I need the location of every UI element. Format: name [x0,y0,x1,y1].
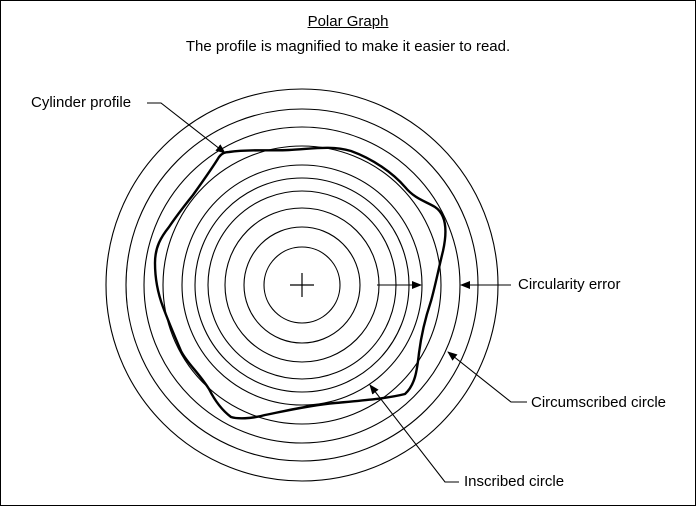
label-circumscribed-circle: Circumscribed circle [531,394,667,411]
label-cylinder-profile: Cylinder profile [31,94,132,111]
diagram-subtitle: The profile is magnified to make it easi… [185,38,511,55]
label-circularity-error: Circularity error [518,276,621,293]
center-crosshair [290,273,314,297]
leader-inscribed-circle [369,384,459,483]
grid-circle-inner [263,246,341,324]
grid-circle [181,164,423,406]
leader-circumscribed-circle [447,351,527,403]
label-inscribed-circle: Inscribed circle [464,473,565,490]
leader-lines [147,102,527,483]
leader-cylinder-profile [147,102,226,154]
grid-circle [162,145,442,425]
cylinder-profile-curve [153,146,447,420]
diagram-title: Polar Graph [307,13,389,30]
grid-circle [243,226,361,344]
